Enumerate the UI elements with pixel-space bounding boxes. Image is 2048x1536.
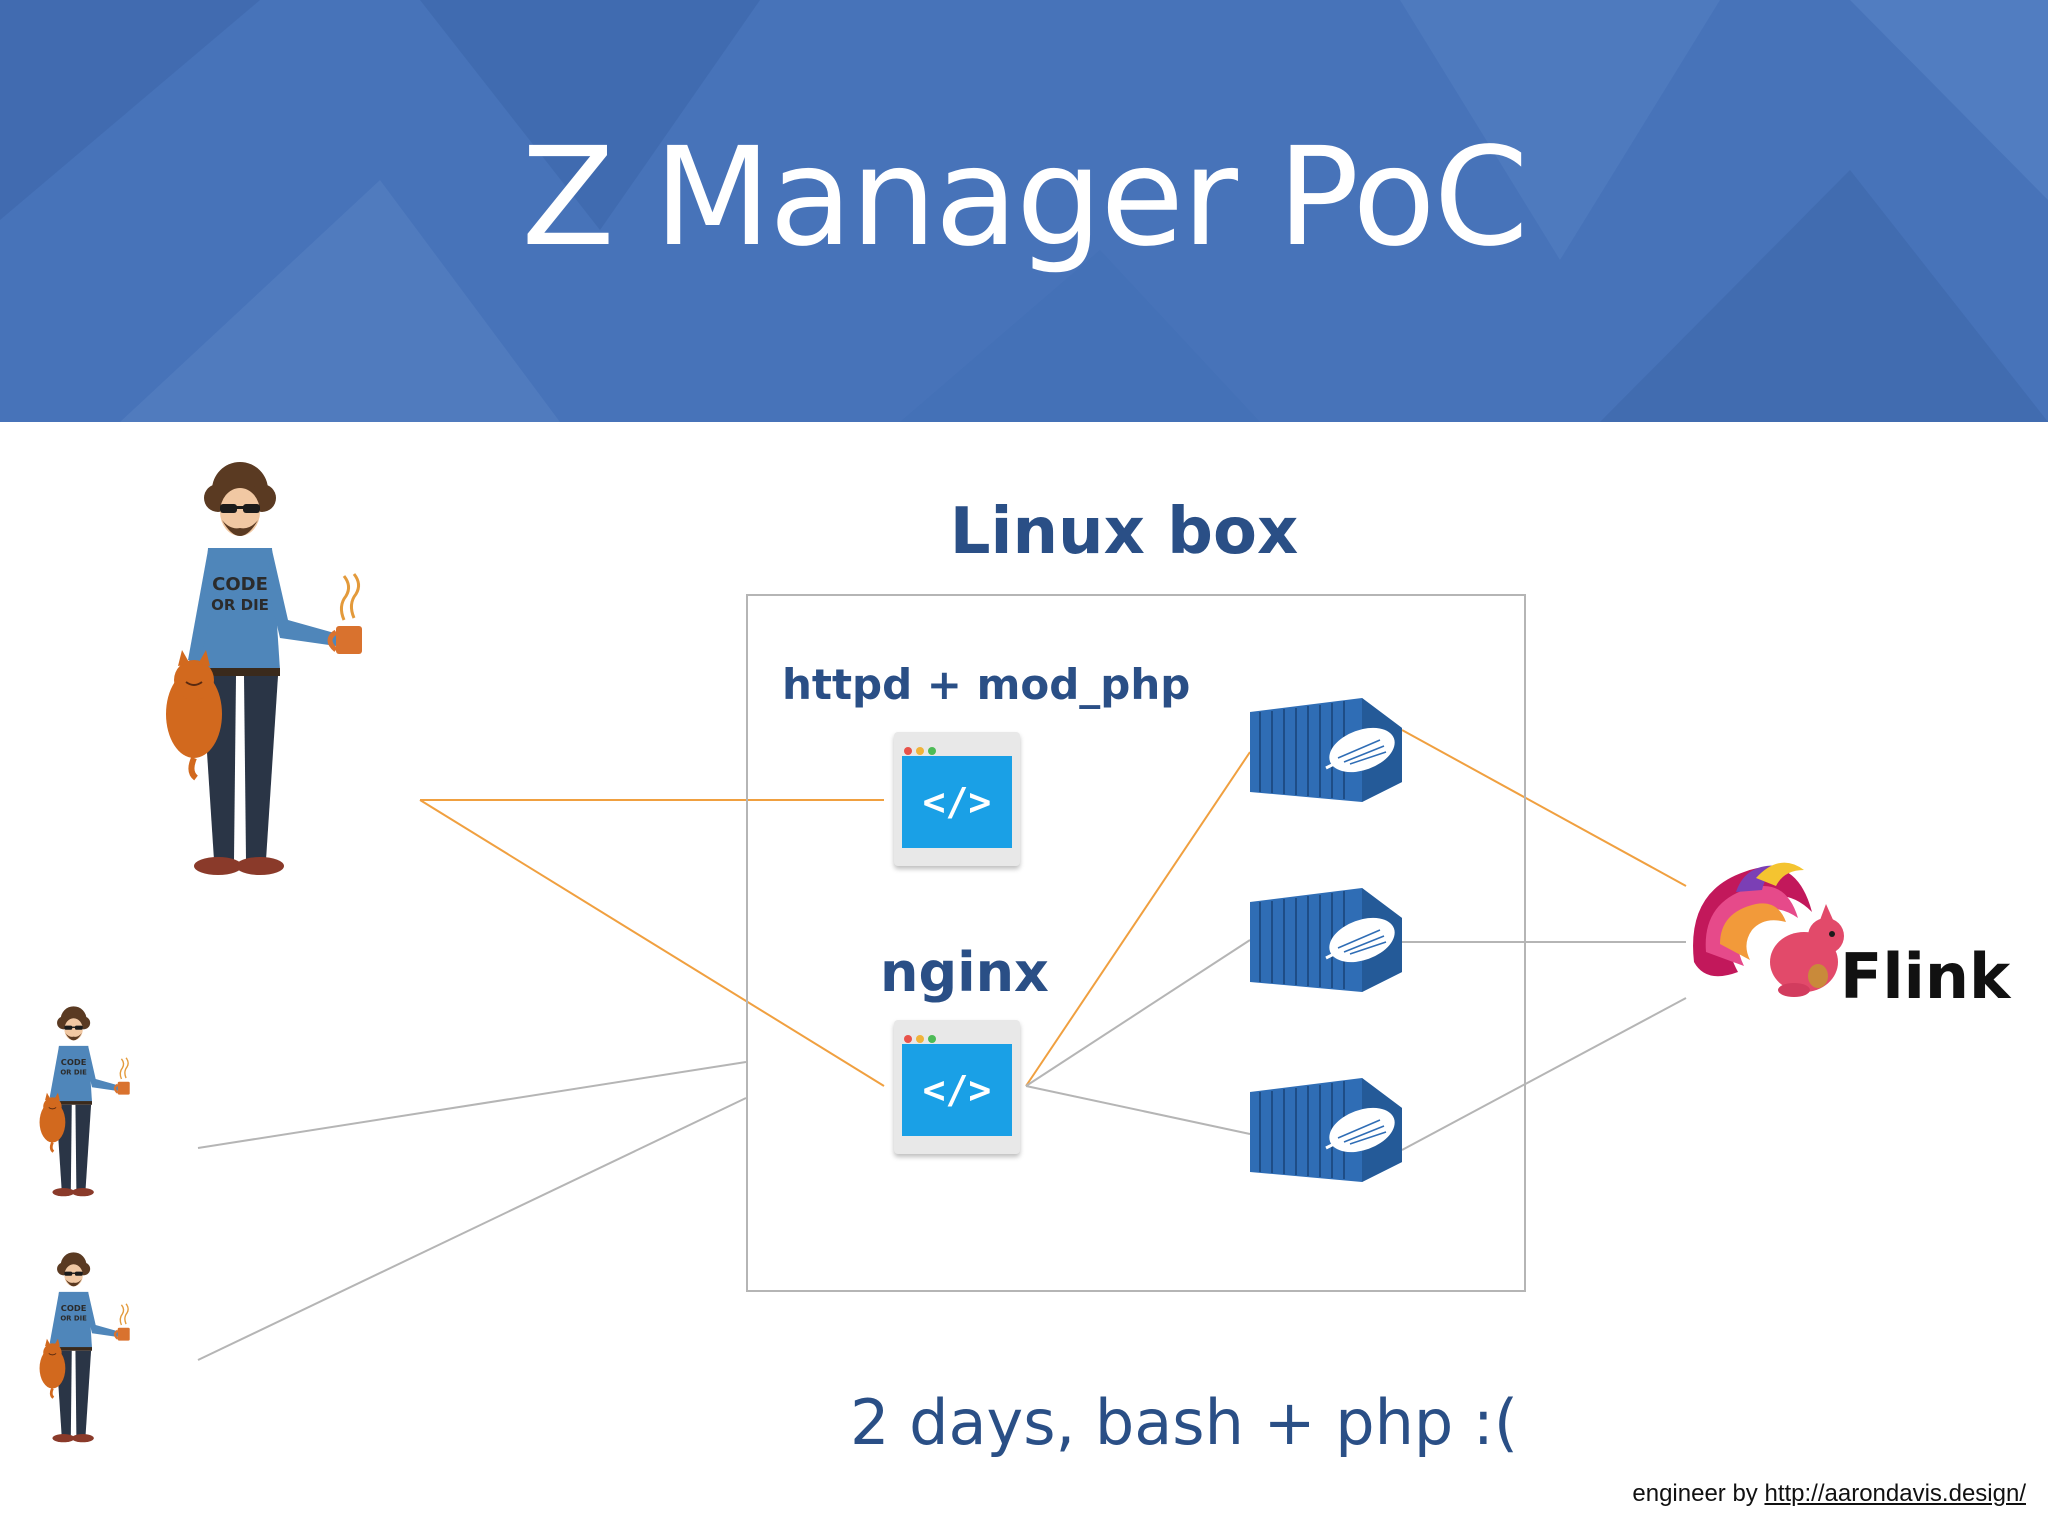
- engineer-illustration: [38, 1004, 132, 1198]
- link-nginx-container-3: [1025, 1085, 1251, 1135]
- code-window-icon: </>: [894, 732, 1020, 866]
- linux-box-label: Linux box: [949, 495, 1299, 569]
- footer-note: 2 days, bash + php :(: [850, 1386, 1519, 1459]
- engineer-illustration: [38, 1250, 132, 1444]
- link-user3-box: [197, 1097, 747, 1361]
- shipping-container-icon: [1248, 886, 1404, 994]
- header-background: [0, 0, 2048, 422]
- flink-squirrel-icon: [1693, 862, 1844, 997]
- code-glyph: </>: [902, 1044, 1012, 1136]
- linux-box: [746, 594, 1526, 1292]
- engineer-illustration: [166, 462, 362, 875]
- credit-prefix: engineer by: [1632, 1480, 1758, 1507]
- link-user2-box: [197, 1061, 747, 1149]
- slide-header: Z Manager PoC: [0, 0, 2048, 422]
- shipping-container-icon: [1248, 1076, 1404, 1184]
- code-glyph: </>: [902, 756, 1012, 848]
- link-nginx-container-1: [1025, 751, 1251, 1087]
- code-window-icon: </>: [894, 1020, 1020, 1154]
- flink-wordmark: Flink: [1840, 940, 2011, 1013]
- credit-link[interactable]: http://aarondavis.design/: [1764, 1480, 2026, 1507]
- nginx-label: nginx: [880, 941, 1049, 1004]
- credit-line: engineer by http://aarondavis.design/: [1632, 1482, 2026, 1506]
- link-container1-flink: [1401, 729, 1687, 887]
- link-container3-flink: [1401, 997, 1687, 1151]
- shipping-container-icon: [1248, 696, 1404, 804]
- slide-title: Z Manager PoC: [521, 119, 1528, 277]
- link-engineer-nginx: [419, 799, 885, 1087]
- httpd-label: httpd + mod_php: [782, 660, 1191, 709]
- link-nginx-container-2: [1025, 939, 1251, 1087]
